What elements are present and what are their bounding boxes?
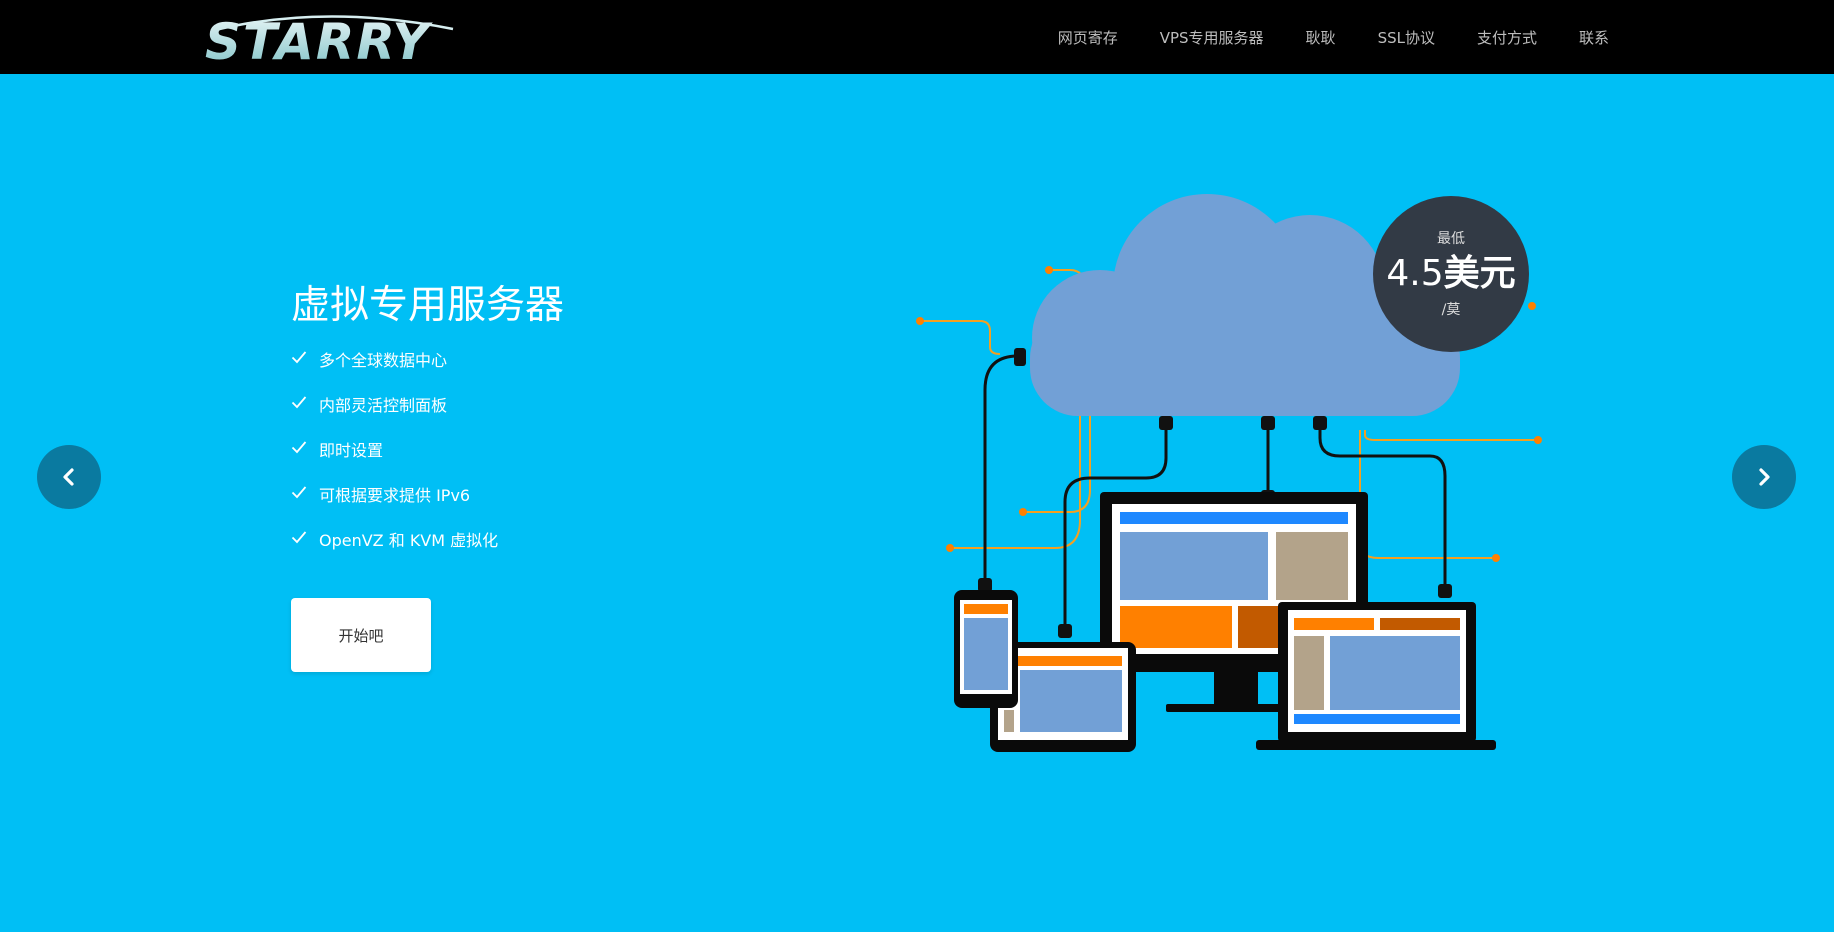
price-number: 4.5 xyxy=(1386,253,1444,294)
nav-item-contact[interactable]: 联系 xyxy=(1578,28,1609,47)
check-icon xyxy=(291,396,307,409)
feature-item: 可根据要求提供 IPv6 xyxy=(291,482,498,527)
phone xyxy=(954,590,1018,708)
feature-item: 多个全球数据中心 xyxy=(291,347,498,392)
price-badge: 最低 4.5美元 /莫 xyxy=(1373,196,1529,352)
feature-list: 多个全球数据中心 内部灵活控制面板 即时设置 可根据要求提供 IPv6 Open… xyxy=(291,347,498,572)
check-icon xyxy=(291,531,307,544)
nav-item-web-hosting[interactable]: 网页寄存 xyxy=(1057,28,1118,47)
check-icon xyxy=(291,351,307,364)
feature-text: 内部灵活控制面板 xyxy=(319,396,448,415)
nav-item-ssl[interactable]: SSL协议 xyxy=(1377,28,1435,47)
price-currency: 美元 xyxy=(1443,253,1516,294)
nav-item-vps[interactable]: VPS专用服务器 xyxy=(1159,28,1264,47)
nav-item-payment[interactable]: 支付方式 xyxy=(1476,28,1537,47)
feature-text: 多个全球数据中心 xyxy=(319,351,448,370)
chevron-right-icon xyxy=(1759,468,1770,486)
tablet xyxy=(990,642,1136,752)
feature-item: 内部灵活控制面板 xyxy=(291,392,498,437)
circuit-dots xyxy=(916,266,1542,562)
carousel-prev-button[interactable] xyxy=(37,445,101,509)
carousel-next-button[interactable] xyxy=(1732,445,1796,509)
hero-title: 虚拟专用服务器 xyxy=(291,283,565,328)
laptop xyxy=(1256,602,1496,750)
feature-item: 即时设置 xyxy=(291,437,498,482)
price-value: 4.5美元 xyxy=(1373,254,1529,294)
feature-text: 即时设置 xyxy=(319,441,384,460)
cable-lines xyxy=(983,354,1447,630)
top-navigation-bar: STARRY 网页寄存 VPS专用服务器 耿耿 SSL协议 支付方式 联系 xyxy=(0,0,1834,74)
nav-item-gengeng[interactable]: 耿耿 xyxy=(1305,28,1336,47)
main-nav: 网页寄存 VPS专用服务器 耿耿 SSL协议 支付方式 联系 xyxy=(1058,0,1609,74)
price-label: 最低 xyxy=(1437,231,1465,247)
check-icon xyxy=(291,441,307,454)
get-started-button[interactable]: 开始吧 xyxy=(291,598,431,672)
check-icon xyxy=(291,486,307,499)
price-unit: /莫 xyxy=(1441,302,1461,318)
chevron-left-icon xyxy=(63,468,74,486)
feature-text: 可根据要求提供 IPv6 xyxy=(319,486,471,505)
logo-text: STARRY xyxy=(205,13,433,65)
starry-logo[interactable]: STARRY xyxy=(203,9,459,65)
feature-item: OpenVZ 和 KVM 虚拟化 xyxy=(291,527,498,572)
feature-text: OpenVZ 和 KVM 虚拟化 xyxy=(319,531,499,550)
